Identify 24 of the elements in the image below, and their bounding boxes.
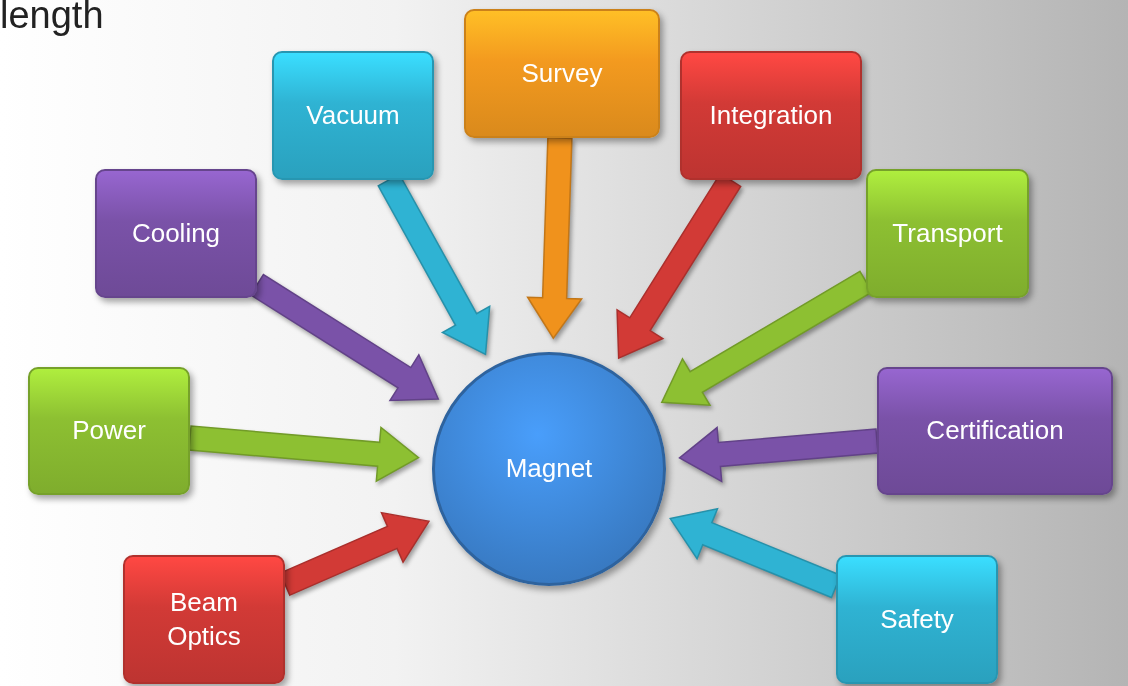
arrow xyxy=(678,426,879,483)
rounded-box xyxy=(836,555,998,684)
heading-fragment: length xyxy=(0,0,104,37)
node-label: Certification xyxy=(925,414,1065,448)
node-label: Integration xyxy=(708,98,834,132)
node-label: Safety xyxy=(879,602,955,636)
rounded-box xyxy=(866,169,1029,298)
rounded-box xyxy=(272,51,434,180)
node-label: Transport xyxy=(891,216,1004,250)
rounded-box xyxy=(464,9,660,138)
rounded-box xyxy=(95,169,257,298)
rounded-box xyxy=(28,367,190,495)
rounded-box xyxy=(123,555,285,684)
node-label: Power xyxy=(71,414,147,448)
node-label: Cooling xyxy=(130,216,222,250)
circle-node xyxy=(432,352,666,586)
rounded-box xyxy=(680,51,862,180)
arrow xyxy=(188,425,420,483)
node-label: Vacuum xyxy=(305,98,401,132)
node-label: Survey xyxy=(520,56,604,90)
arrow xyxy=(526,136,584,340)
rounded-box xyxy=(877,367,1113,495)
node-label: Magnet xyxy=(504,452,594,486)
node-label: Beam Optics xyxy=(166,585,242,653)
